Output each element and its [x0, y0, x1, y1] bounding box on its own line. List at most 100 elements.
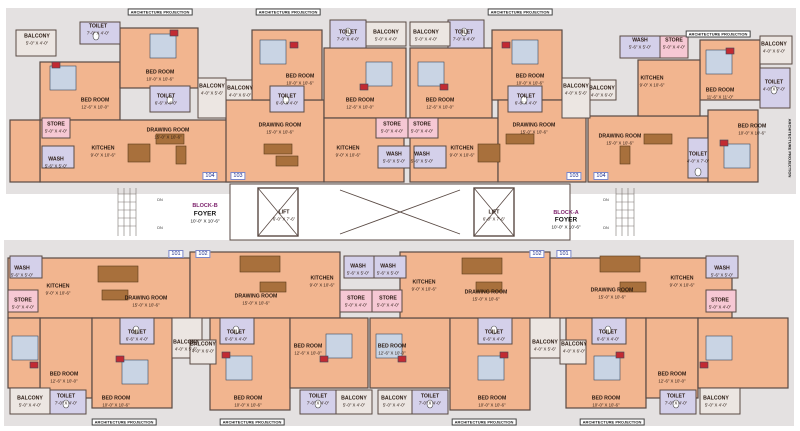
bed-icons	[11, 29, 751, 385]
apartment-number: 103	[230, 172, 246, 180]
apartment-number: 102	[529, 250, 545, 258]
architecture-projection-label: ARCHITECTURE PROJECTION	[685, 30, 751, 38]
foyer-dim: 10'-0" X 10'-6"	[190, 218, 220, 224]
architecture-projection-label: ARCHITECTURE PROJECTION	[127, 8, 193, 16]
sofa-set-icons	[97, 133, 673, 301]
stairs-left	[117, 188, 137, 236]
stair-down-label: DN	[603, 198, 609, 202]
upper-balconies	[15, 21, 793, 119]
architecture-projection-label: ARCHITECTURE PROJECTION	[219, 418, 285, 426]
stairs-right	[615, 188, 635, 236]
block-b-label: BLOCK-B	[192, 203, 218, 209]
apartment-number: 102	[195, 250, 211, 258]
upper-stores	[41, 35, 689, 139]
wc-icons	[62, 27, 778, 409]
apartment-number: 104	[593, 172, 609, 180]
lower-stores	[7, 289, 737, 313]
architecture-projection-label: ARCHITECTURE PROJECTION	[787, 118, 793, 178]
architecture-projection-label: ARCHITECTURE PROJECTION	[579, 418, 645, 426]
foyer-dim: 10'-0" X 10'-6"	[551, 224, 581, 230]
core	[229, 183, 571, 241]
apartment-number: 101	[168, 250, 184, 258]
block-a-label: BLOCK-A	[553, 210, 579, 216]
architecture-projection-label: ARCHITECTURE PROJECTION	[255, 8, 321, 16]
foyer-label: FOYER	[193, 210, 217, 218]
foyer-label: FOYER	[554, 216, 578, 224]
stair-down-label: DN	[603, 226, 609, 230]
architecture-projection-label: ARCHITECTURE PROJECTION	[91, 418, 157, 426]
architecture-projection-label: ARCHITECTURE PROJECTION	[487, 8, 553, 16]
stair-down-label: DN	[157, 226, 163, 230]
apartment-number: 103	[566, 172, 582, 180]
architecture-projection-label: ARCHITECTURE PROJECTION	[451, 418, 517, 426]
